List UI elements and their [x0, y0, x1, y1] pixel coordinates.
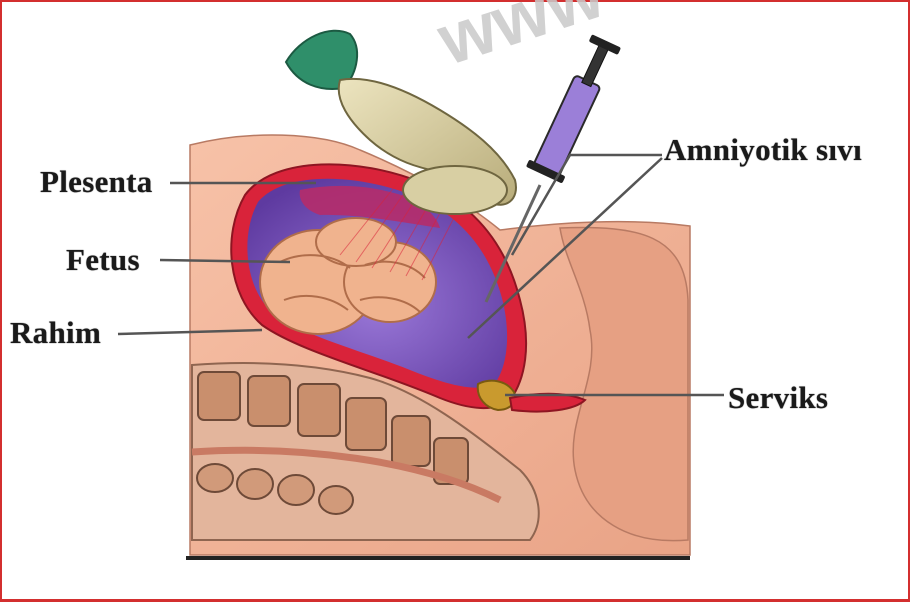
ultrasound-probe [403, 166, 507, 214]
label-rahim: Rahim [10, 315, 101, 351]
label-amniyotik-sivi: Amniyotik sıvı [664, 132, 862, 168]
label-fetus: Fetus [66, 242, 140, 278]
watermark: www [428, 0, 614, 81]
label-plesenta: Plesenta [40, 164, 153, 200]
label-serviks: Serviks [728, 380, 828, 416]
